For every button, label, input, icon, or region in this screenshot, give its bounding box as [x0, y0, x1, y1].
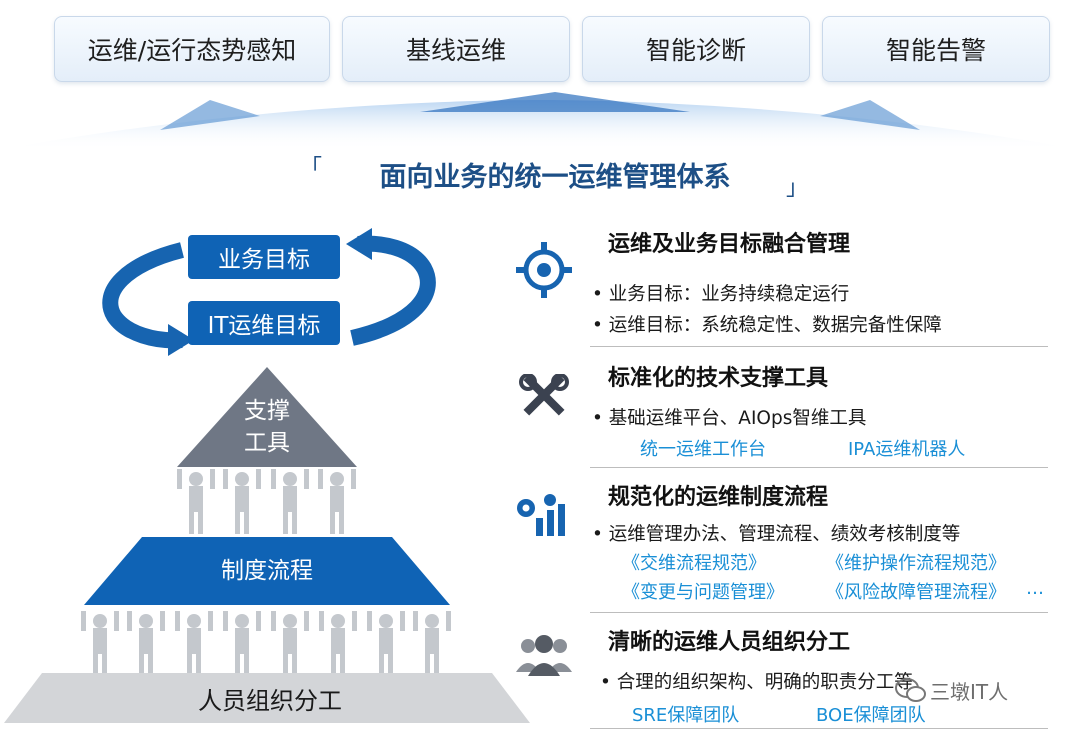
link-change-problem-mgmt[interactable]: 《变更与问题管理》: [622, 578, 784, 604]
link-maintenance-op-spec[interactable]: 《维护操作流程规范》: [826, 549, 1006, 575]
top-button-situation-awareness[interactable]: 运维/运行态势感知: [54, 16, 330, 82]
section-3-title: 规范化的运维制度流程: [608, 479, 828, 511]
top-button-baseline-ops[interactable]: 基线运维: [342, 16, 570, 82]
section-divider-2: [590, 467, 1048, 468]
section-2-title: 标准化的技术支撑工具: [608, 360, 828, 392]
link-more-ellipsis[interactable]: …: [1026, 578, 1044, 599]
tools-icon: [518, 374, 570, 420]
top-button-smart-alert[interactable]: 智能告警: [822, 16, 1050, 82]
pyramid-top-line-1: 支撑: [244, 395, 290, 427]
section-divider-4: [590, 728, 1048, 729]
section-3-bullet-1: • 运维管理办法、管理流程、绩效考核制度等: [592, 520, 960, 546]
section-divider-1: [590, 346, 1048, 347]
it-ops-goal-box: IT运维目标: [188, 301, 340, 345]
business-goal-box: 业务目标: [188, 235, 340, 279]
pyramid-top-line-2: 工具: [244, 427, 290, 459]
pyramid-middle-label: 制度流程: [140, 548, 394, 588]
section-1-title: 运维及业务目标融合管理: [608, 226, 850, 258]
top-button-smart-diagnosis[interactable]: 智能诊断: [582, 16, 810, 82]
section-4-bullet-1: • 合理的组织架构、明确的职责分工等: [600, 668, 913, 694]
link-boe-team[interactable]: BOE保障团队: [816, 701, 926, 727]
section-4-title: 清晰的运维人员组织分工: [608, 624, 850, 656]
section-divider-3: [590, 612, 1048, 613]
link-ipa-robot[interactable]: IPA运维机器人: [848, 435, 965, 461]
section-1-bullet-1: • 业务目标：业务持续稳定运行: [592, 280, 849, 306]
pyramid-top-label: 支撑 工具: [217, 392, 317, 462]
gear-chart-icon: [514, 492, 572, 538]
upward-arch-arrows: [0, 86, 1080, 152]
wechat-icon: [894, 676, 928, 704]
watermark-text: 三墩IT人: [930, 676, 1008, 705]
link-handover-process-spec[interactable]: 《交维流程规范》: [622, 549, 766, 575]
page-title: 面向业务的统一运维管理体系: [300, 150, 810, 198]
section-1-bullet-2: • 运维目标：系统稳定性、数据完备性保障: [592, 311, 942, 337]
link-unified-workbench[interactable]: 统一运维工作台: [640, 435, 766, 461]
link-sre-team[interactable]: SRE保障团队: [632, 701, 739, 727]
link-risk-fault-process[interactable]: 《风险故障管理流程》: [826, 578, 1006, 604]
section-2-bullet-1: • 基础运维平台、AIOps智维工具: [592, 404, 866, 430]
people-icon: [514, 634, 574, 676]
title-right-bracket: 」: [786, 170, 808, 202]
target-icon: [514, 240, 574, 300]
pyramid-base-label: 人员组织分工: [120, 678, 420, 718]
